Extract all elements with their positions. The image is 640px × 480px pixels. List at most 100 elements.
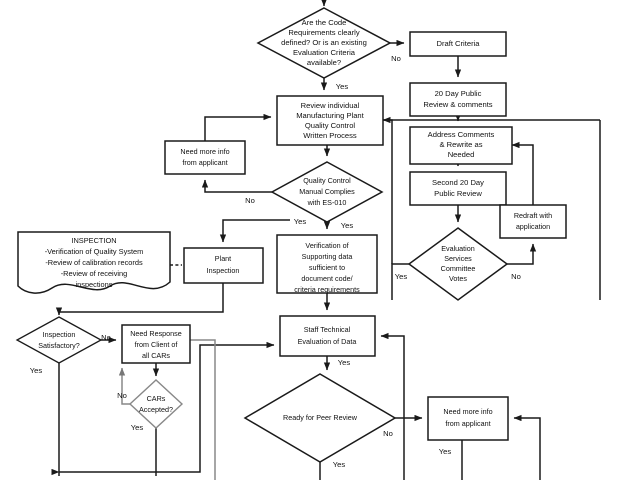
edge-committee-no: [507, 243, 537, 265]
process-shape: [409, 126, 513, 165]
edge-label-code-req-yes: Yes: [336, 82, 349, 91]
node-line: Inspection: [207, 266, 240, 275]
node-line: Manufacturing Plant: [296, 111, 364, 120]
node-line: application: [516, 222, 550, 231]
node-line: Need more info: [443, 407, 492, 416]
node-line: Need more info: [180, 147, 229, 156]
node-line: Requirements clearly: [288, 28, 360, 37]
node-line: Quality Control: [303, 176, 351, 185]
decision-shape: [256, 7, 392, 79]
edge-label-qc-manual-yes-left: Yes: [294, 217, 307, 226]
node-line: Manual Complies: [299, 187, 355, 196]
edge-to-staff-left: [74, 341, 275, 473]
process-shape: [409, 82, 507, 117]
edge-label-committee-yes: Yes: [395, 272, 408, 281]
node-line: Redraft with: [514, 211, 552, 220]
node-line: Plant: [215, 254, 231, 263]
edge-label-layer: No Yes No Yes Yes Yes No Yes No No Yes Y…: [30, 54, 521, 469]
process-shape: [409, 171, 507, 206]
node-need-more-info-lower: Need more info from applicant: [427, 396, 509, 441]
document-shape: [17, 231, 171, 294]
edge-label-peer-review-no: No: [383, 429, 393, 438]
process-shape: [279, 315, 376, 357]
node-address-comments: Address Comments & Rewrite as Needed: [409, 126, 513, 165]
node-line: Need Response: [130, 329, 182, 338]
process-shape: [164, 140, 246, 175]
edge-label-cars-no: No: [117, 391, 127, 400]
node-staff-technical-evaluation: Staff Technical Evaluation of Data: [279, 315, 376, 357]
edge-label-staff-tech-yes: Yes: [338, 358, 351, 367]
decision-shape: [243, 373, 397, 463]
process-shape: [427, 396, 509, 441]
node-line: Evaluation of Data: [298, 337, 357, 346]
edge-cars-no: [118, 367, 130, 405]
note-line: inspections: [76, 280, 113, 289]
note-line: -Review of calibration records: [45, 258, 143, 267]
note-line: -Verification of Quality System: [45, 247, 144, 256]
node-inspection-satisfactory: Inspection Satisfactory?: [15, 316, 103, 364]
node-inspection-note: INSPECTION -Verification of Quality Syst…: [17, 231, 171, 294]
node-line: Quality Control: [305, 121, 356, 130]
node-line: Votes: [449, 274, 467, 283]
connector-layer-gray: [118, 339, 216, 480]
edge-label-qc-manual-yes-right: Yes: [341, 221, 354, 230]
node-line: Needed: [448, 150, 475, 159]
node-evaluation-services-committee: Evaluation Services Committee Votes: [407, 227, 509, 301]
node-line: from applicant: [445, 419, 490, 428]
edge-label-inspection-yes: Yes: [30, 366, 43, 375]
node-line: from Client of: [135, 340, 178, 349]
connector-layer: [51, 0, 601, 480]
decision-shape: [128, 379, 184, 429]
node-line: & Rewrite as: [439, 140, 482, 149]
edge-redraft-to-address: [511, 141, 534, 205]
edge-qc-yes-left: [219, 219, 290, 243]
node-line: sufficient to: [309, 263, 345, 272]
edge-committee-yes-to-review: [382, 116, 393, 264]
node-line: Are the Code: [302, 18, 347, 27]
node-line: from applicant: [182, 158, 227, 167]
edge-qc-no: [201, 179, 272, 193]
edge-label-cars-yes: Yes: [131, 423, 144, 432]
node-line: CARs: [147, 394, 166, 403]
edge-label-qc-manual-no: No: [245, 196, 255, 205]
node-line: criteria requirements: [294, 285, 360, 294]
node-line: Draft Criteria: [436, 39, 480, 48]
node-line: Evaluation: [441, 244, 475, 253]
node-line: Written Process: [303, 131, 357, 140]
node-line: all CARs: [142, 351, 170, 360]
node-line: Address Comments: [428, 130, 495, 139]
node-line: Supporting data: [302, 252, 353, 261]
node-line: Ready for Peer Review: [283, 413, 358, 422]
decision-shape: [407, 227, 509, 301]
node-line: Review & comments: [423, 100, 492, 109]
edge-label-committee-no: No: [511, 272, 521, 281]
node-ready-for-peer-review: Ready for Peer Review: [243, 373, 397, 463]
edge-label-peer-review-yes: Yes: [333, 460, 346, 469]
node-line: defined? Or is an existing: [281, 38, 367, 47]
node-line: Second 20 Day: [432, 178, 484, 187]
node-line: available?: [307, 58, 341, 67]
process-shape: [409, 31, 507, 57]
decision-shape: [270, 161, 384, 223]
edge-label-need-info-lower-yes: Yes: [439, 447, 452, 456]
edge-needinfo-to-review: [204, 113, 272, 141]
edge-label-code-req-no: No: [391, 54, 401, 63]
edge-plant-to-inspection: [55, 283, 224, 316]
edge-right-feedback-to-needinfo: [513, 414, 541, 480]
node-line: Committee: [441, 264, 476, 273]
node-verification-supporting-data: Verification of Supporting data sufficie…: [276, 234, 378, 294]
edge-peer-rail-to-staff: [380, 332, 405, 418]
process-shape: [499, 204, 567, 239]
node-plant-inspection: Plant Inspection: [183, 247, 264, 284]
node-line: with ES-010: [307, 198, 347, 207]
node-line: Services: [444, 254, 472, 263]
node-redraft-with-application: Redraft with application: [499, 204, 567, 239]
node-review-individual-process: Review individual Manufacturing Plant Qu…: [276, 95, 384, 146]
node-line: Public Review: [434, 189, 482, 198]
node-code-requirements: Are the Code Requirements clearly define…: [256, 7, 392, 79]
node-twenty-day-public-review: 20 Day Public Review & comments: [409, 82, 507, 117]
note-line: INSPECTION: [71, 236, 116, 245]
node-line: Accepted?: [139, 405, 173, 414]
